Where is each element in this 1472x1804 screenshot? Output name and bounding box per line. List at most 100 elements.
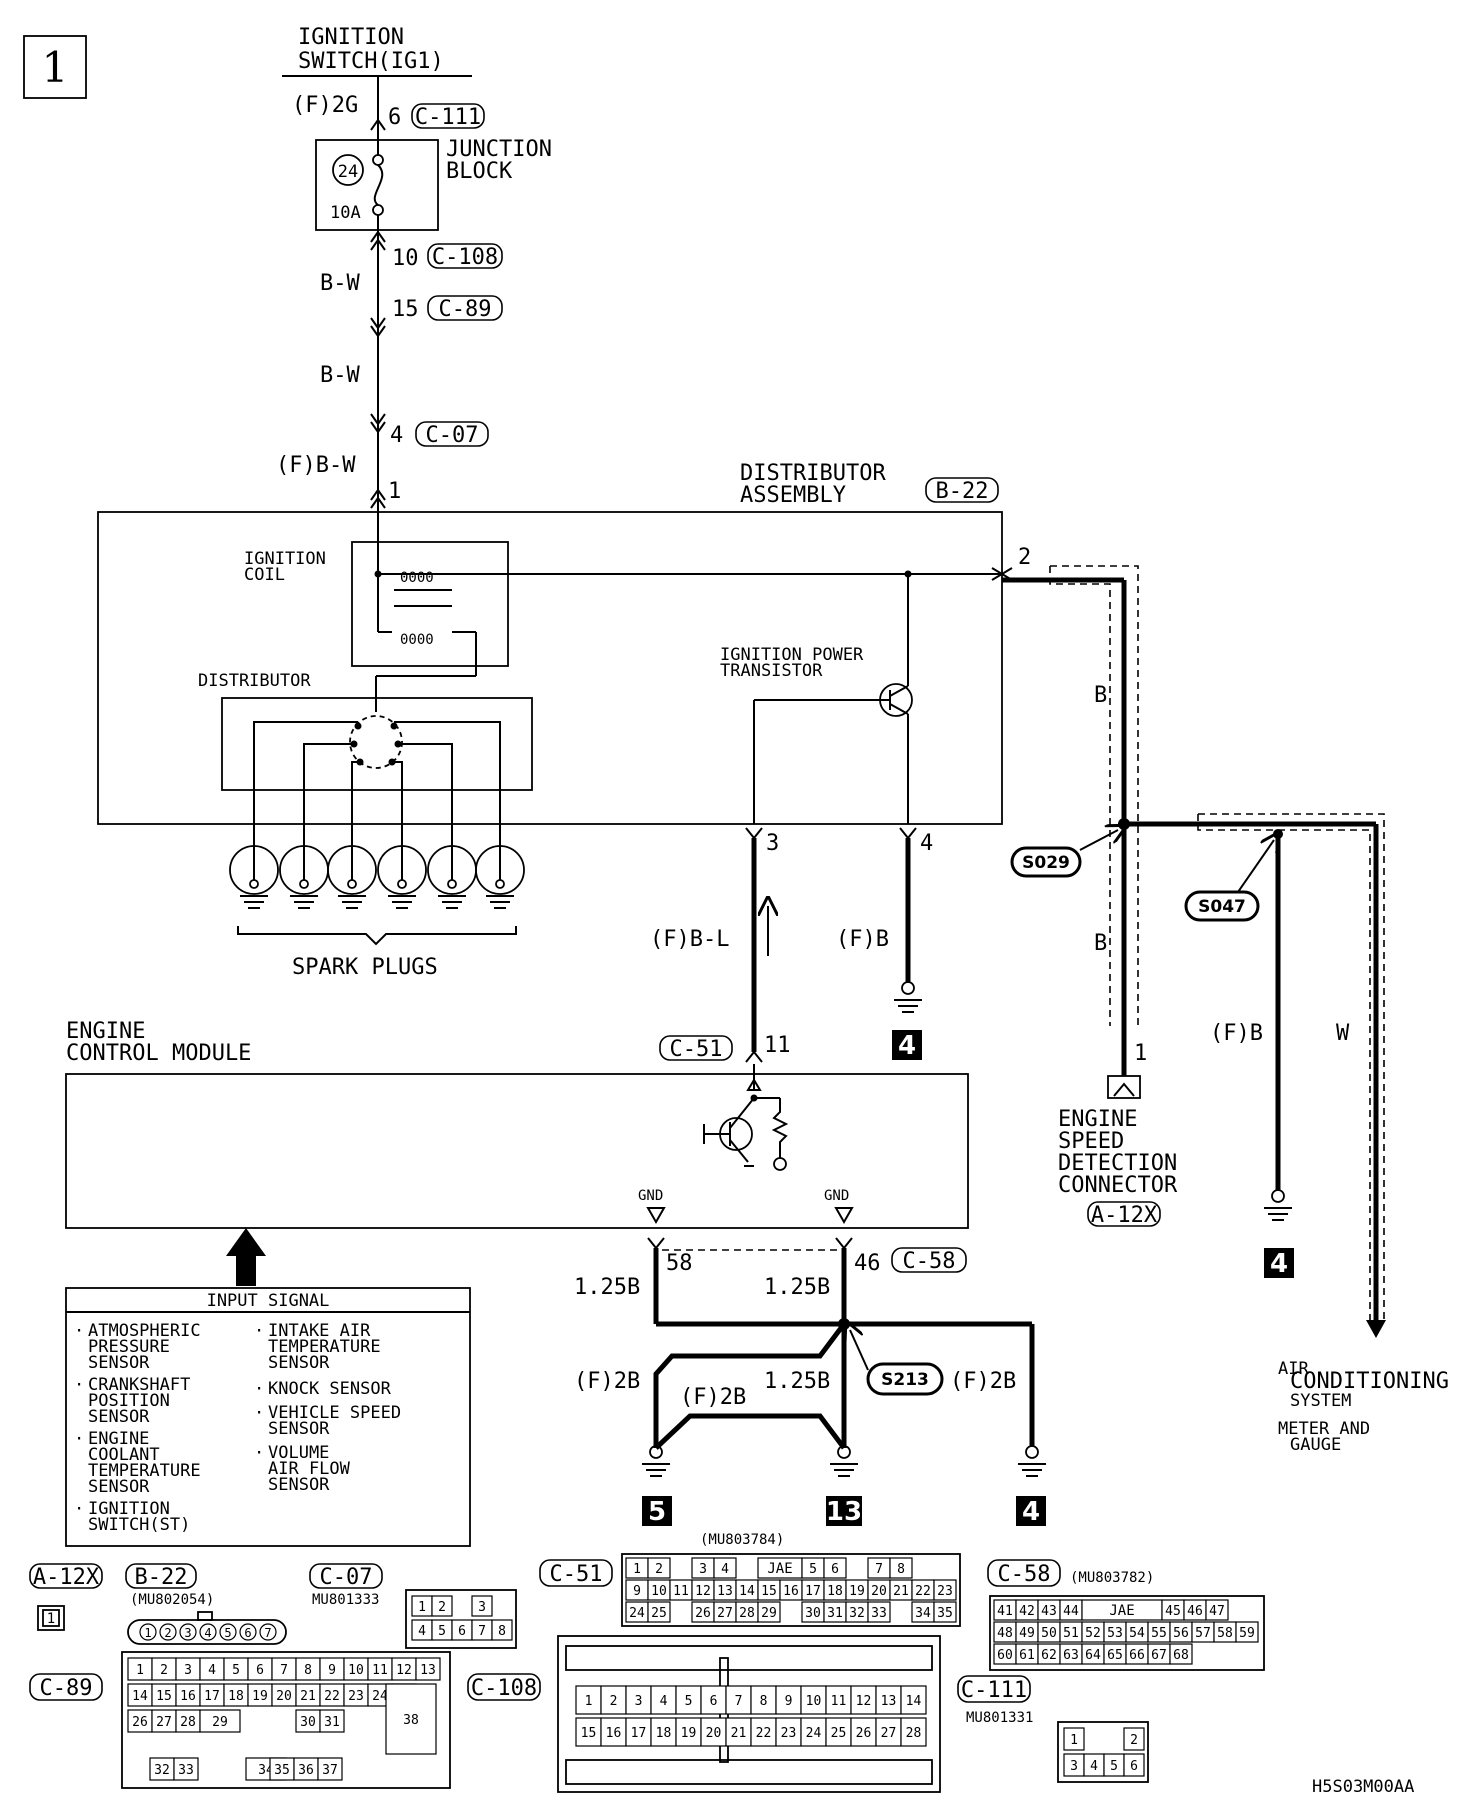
- wire-label-w: W: [1336, 1021, 1350, 1046]
- spark-plug-5: [427, 840, 477, 909]
- c108-pin-22-label: 22: [756, 1726, 772, 1741]
- c108-pin-2-label: 2: [610, 1694, 618, 1709]
- svg-text:(MU803782): (MU803782): [1070, 1570, 1154, 1586]
- c89-pin-4-label: 4: [208, 1663, 216, 1678]
- c108-pin-8-label: 8: [760, 1694, 768, 1709]
- svg-text:GAUGE: GAUGE: [1290, 1435, 1341, 1455]
- c89-pin-38-label: 38: [403, 1713, 419, 1728]
- spark-plug-1: [229, 840, 279, 909]
- c51-pin-35-label: 35: [937, 1606, 953, 1621]
- ground-4-s213: 4: [1016, 1445, 1046, 1527]
- b22-pin-label: 3: [184, 1626, 191, 1640]
- c108-pin-14: [900, 1685, 927, 1715]
- c89-pin-8-label: 8: [304, 1663, 312, 1678]
- c108-pin-4: [650, 1685, 677, 1715]
- ignition-switch: IGNITION SWITCH(IG1) (F)2G 6 C-111: [282, 25, 485, 130]
- c51-pin-20-label: 20: [871, 1584, 887, 1599]
- c89-pin-20-label: 20: [276, 1689, 292, 1704]
- c108-pin-4-label: 4: [660, 1694, 668, 1709]
- c58-pin-59-label: 59: [1239, 1626, 1255, 1641]
- ac-destinations: AIR CONDITIONING SYSTEM METER AND GAUGE: [1278, 1359, 1449, 1455]
- c111-pin-4-label: 4: [1090, 1759, 1098, 1774]
- c89-pin-33-label: 33: [178, 1763, 194, 1778]
- c111-pin-1: [1063, 1727, 1085, 1751]
- c51-pin-18-label: 18: [827, 1584, 843, 1599]
- ground-13: 13: [826, 1445, 862, 1527]
- c51-pin-6: [823, 1557, 847, 1579]
- c51-pin-21-label: 21: [893, 1584, 909, 1599]
- svg-text:COOLANT: COOLANT: [88, 1445, 160, 1465]
- c108-pin-3-label: 3: [635, 1694, 643, 1709]
- c51-pin-3-label: 3: [699, 1562, 707, 1577]
- c108-pin-18-label: 18: [656, 1726, 672, 1741]
- splice-s047: S047 (F)B W: [1184, 829, 1350, 1190]
- svg-text:IGNITION POWER: IGNITION POWER: [720, 645, 864, 665]
- speed-signal-wire: B B: [1002, 565, 1386, 1338]
- c07-pin-3: [471, 1595, 493, 1617]
- svg-text:DETECTION: DETECTION: [1058, 1151, 1177, 1176]
- c89-pin-36-label: 36: [298, 1763, 314, 1778]
- c108-pin-1: [575, 1685, 602, 1715]
- c51-pin-28-label: 28: [739, 1606, 755, 1621]
- c58-pin-JAE-label: JAE: [1109, 1603, 1134, 1619]
- b22-pin-6: [239, 1623, 257, 1641]
- svg-text:C-108: C-108: [471, 1676, 537, 1701]
- svg-text:SENSOR: SENSOR: [88, 1477, 150, 1497]
- c108-pin-28: [900, 1717, 927, 1747]
- svg-text:B-22: B-22: [135, 1565, 188, 1590]
- svg-text:4: 4: [1022, 1497, 1040, 1527]
- svg-text:SENSOR: SENSOR: [268, 1419, 330, 1439]
- svg-text:KNOCK SENSOR: KNOCK SENSOR: [268, 1379, 392, 1399]
- svg-text:5: 5: [648, 1497, 666, 1527]
- spark-plug-4: [377, 840, 427, 909]
- c51-pin-16-label: 16: [783, 1584, 799, 1599]
- c89-pin-29: [199, 1709, 241, 1733]
- c108-pin-26: [850, 1717, 877, 1747]
- wire-label-b-top: B: [1094, 683, 1107, 708]
- c108-pin-11: [825, 1685, 852, 1715]
- c51-pin-4-label: 4: [721, 1562, 729, 1577]
- svg-text:TRANSISTOR: TRANSISTOR: [720, 661, 823, 681]
- c51-pin-2-label: 2: [655, 1562, 663, 1577]
- c58-pin-45-label: 45: [1165, 1604, 1181, 1619]
- ground-5: 5: [642, 1445, 672, 1527]
- c108-pin-27-label: 27: [881, 1726, 897, 1741]
- c58-pin-49-label: 49: [1019, 1626, 1035, 1641]
- c89-pin-18-label: 18: [228, 1689, 244, 1704]
- svg-text:C-58: C-58: [903, 1249, 956, 1274]
- c51-pin-8-label: 8: [897, 1562, 905, 1577]
- engine-control-module: ENGINE CONTROL MODULE C-51 11 GND GND: [65, 1019, 969, 1229]
- c111-pin-2-label: 2: [1130, 1733, 1138, 1748]
- svg-text:SENSOR: SENSOR: [88, 1407, 150, 1427]
- c51-pin-26-label: 26: [695, 1606, 711, 1621]
- svg-text:ATMOSPHERIC: ATMOSPHERIC: [88, 1321, 201, 1341]
- pin4-ground-wire: (F)B 4: [836, 838, 922, 1061]
- wire-label-fbw: (F)B-W: [276, 453, 356, 478]
- fuse-number: 24: [338, 162, 358, 182]
- c51-pin-5-label: 5: [809, 1562, 817, 1577]
- b22-pin-label: 1: [144, 1626, 151, 1640]
- c58-pin-47-label: 47: [1209, 1604, 1225, 1619]
- c07-pin-6-label: 6: [458, 1624, 466, 1639]
- distributor-pins: 2 3 4: [745, 545, 1031, 856]
- c51-pin-23-label: 23: [937, 1584, 953, 1599]
- c51-pin-25: [647, 1601, 671, 1623]
- c58-pin-42-label: 42: [1019, 1604, 1035, 1619]
- c89-pin-17-label: 17: [204, 1689, 220, 1704]
- c89-pin-6-label: 6: [256, 1663, 264, 1678]
- c108-pin-16-label: 16: [606, 1726, 622, 1741]
- svg-text:·: ·: [254, 1321, 264, 1341]
- svg-text:·: ·: [254, 1379, 264, 1399]
- svg-text:IGNITION: IGNITION: [244, 549, 326, 569]
- b22-pin-2: [159, 1623, 177, 1641]
- svg-text:S029: S029: [1022, 853, 1070, 873]
- b22-pin-1: [139, 1623, 157, 1641]
- svg-text:C-51: C-51: [670, 1037, 723, 1062]
- wire-label-fb-s047: (F)B: [1210, 1021, 1263, 1046]
- svg-text:1: 1: [47, 1611, 55, 1627]
- b22-pin-label: 2: [164, 1626, 171, 1640]
- c51-pin-4: [713, 1557, 737, 1579]
- junction-block: JUNCTION BLOCK 24 10A: [315, 137, 552, 231]
- wire-label-f2b-3: (F)2B: [950, 1369, 1016, 1394]
